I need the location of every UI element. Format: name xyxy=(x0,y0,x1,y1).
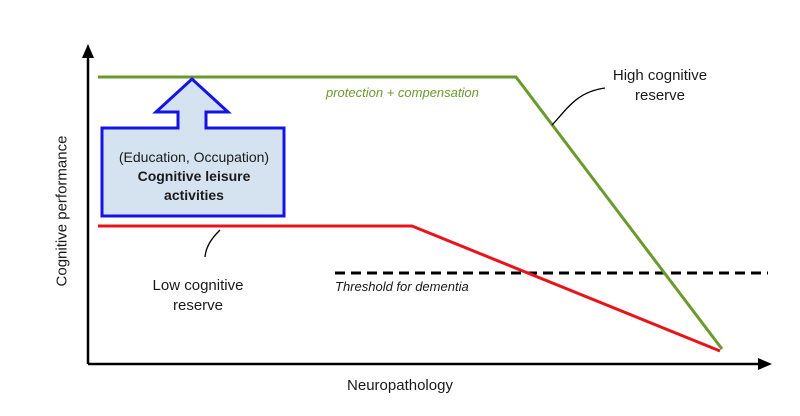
low-reserve-label-line2: reserve xyxy=(172,297,224,314)
high-reserve-label: High cognitive reserve xyxy=(600,66,720,106)
low-reserve-label: Low cognitive reserve xyxy=(128,276,268,316)
leisure-box xyxy=(100,126,286,218)
x-axis-arrowhead xyxy=(758,358,772,370)
protection-annotation: protection + compensation xyxy=(326,85,479,100)
boost-arrow xyxy=(152,76,232,130)
x-axis-label: Neuropathology xyxy=(347,377,453,394)
low-reserve-leader xyxy=(204,229,221,258)
y-axis-label: Cognitive performance xyxy=(53,135,71,287)
box-line-activities: activities xyxy=(164,187,224,203)
box-line-leisure: Cognitive leisure xyxy=(137,168,251,184)
low-reserve-curve xyxy=(98,224,721,353)
y-axis-arrowhead xyxy=(82,44,94,58)
high-reserve-label-line2: reserve xyxy=(634,87,686,104)
leisure-box-text: (Education, Occupation) Cognitive leisur… xyxy=(104,148,284,205)
low-reserve-label-line1: Low cognitive xyxy=(152,277,244,294)
high-reserve-leader xyxy=(551,87,606,126)
threshold-label: Threshold for dementia xyxy=(335,279,469,294)
high-reserve-label-line1: High cognitive xyxy=(612,67,708,84)
box-line-education: (Education, Occupation) xyxy=(118,149,270,165)
high-reserve-curve xyxy=(98,75,724,350)
